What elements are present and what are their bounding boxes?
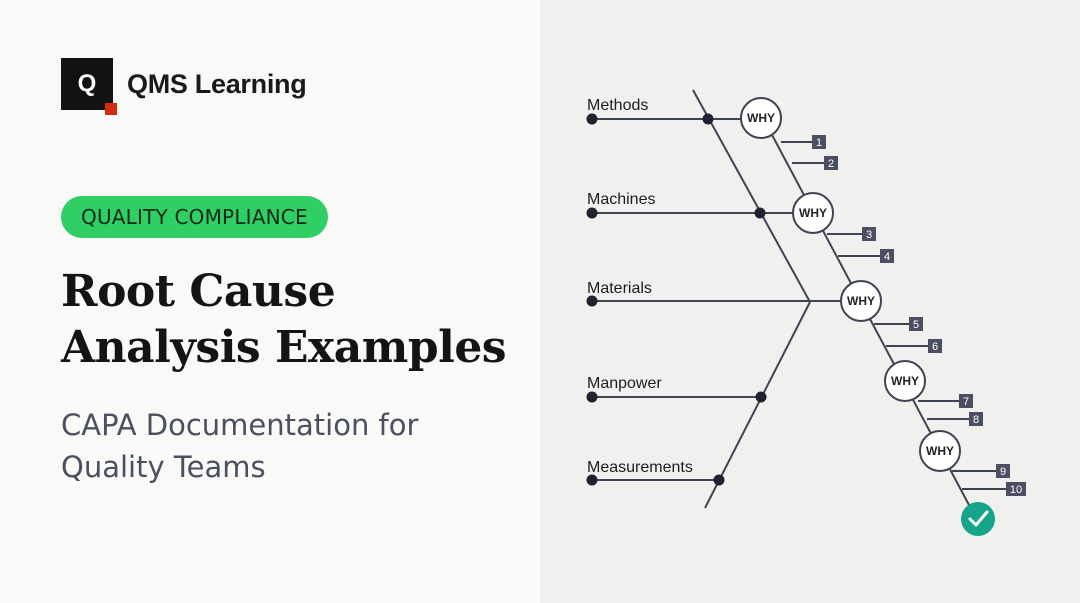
step-box-10 <box>1006 482 1026 496</box>
step-label-2: 2 <box>828 158 834 170</box>
step-label-5: 5 <box>913 319 919 331</box>
label-materials: Materials <box>587 280 652 297</box>
dot-measurements-start <box>586 474 598 486</box>
step-box-7 <box>959 394 973 408</box>
category-branches: Methods Machines Materials Manpower Meas… <box>586 97 841 486</box>
step-label-7: 7 <box>963 396 969 408</box>
dot-materials-start <box>586 295 598 307</box>
subtitle-line-1: CAPA Documentation for <box>61 408 419 442</box>
why-label-3: WHY <box>847 294 875 308</box>
why-node-4 <box>884 360 926 402</box>
logo: Q <box>61 58 117 115</box>
dot-methods-start <box>586 113 598 125</box>
step-boxes: 1 2 3 4 5 6 7 8 9 10 <box>812 135 1026 496</box>
brand-name: QMS Learning <box>127 68 307 99</box>
left-panel: Q QMS Learning QUALITY COMPLIANCE Root C… <box>61 58 507 488</box>
step-box-5 <box>909 317 923 331</box>
step-box-2 <box>824 156 838 170</box>
label-measurements: Measurements <box>587 459 693 476</box>
label-machines: Machines <box>587 191 655 208</box>
step-label-9: 9 <box>1000 466 1006 478</box>
right-panel: Methods Machines Materials Manpower Meas… <box>540 0 1080 603</box>
step-label-3: 3 <box>866 229 872 241</box>
dot-manpower-start <box>586 391 598 403</box>
step-box-6 <box>928 339 942 353</box>
why-node-3 <box>840 280 882 322</box>
dot-machines-start <box>586 207 598 219</box>
step-label-6: 6 <box>932 341 938 353</box>
why-node-5 <box>919 430 961 472</box>
fishbone-diagram: Methods Machines Materials Manpower Meas… <box>586 89 1026 536</box>
why-node-1 <box>740 97 782 139</box>
step-box-1 <box>812 135 826 149</box>
label-methods: Methods <box>587 97 648 114</box>
label-manpower: Manpower <box>587 375 662 392</box>
logo-accent <box>105 103 117 115</box>
page-title: Root Cause Analysis Examples <box>61 264 507 376</box>
step-box-9 <box>996 464 1010 478</box>
check-mark <box>968 510 989 527</box>
step-label-10: 10 <box>1010 484 1022 496</box>
upper-spine <box>692 89 811 303</box>
brand: Q QMS Learning <box>61 58 307 115</box>
subtitle: CAPA Documentation for Quality Teams <box>61 404 501 488</box>
step-box-3 <box>862 227 876 241</box>
why-label-5: WHY <box>926 444 954 458</box>
dot-measurements-joint <box>713 474 725 486</box>
check-icon <box>961 502 995 536</box>
step-label-8: 8 <box>973 414 979 426</box>
step-label-1: 1 <box>816 137 822 149</box>
step-connectors <box>781 141 1006 490</box>
why-label-1: WHY <box>747 111 775 125</box>
why-label-4: WHY <box>891 374 919 388</box>
why-nodes: WHY WHY WHY WHY WHY <box>740 97 961 472</box>
step-label-4: 4 <box>884 251 890 263</box>
dot-methods-joint <box>702 113 714 125</box>
dot-manpower-joint <box>755 391 767 403</box>
why-label-2: WHY <box>799 206 827 220</box>
step-box-8 <box>969 412 983 426</box>
step-box-4 <box>880 249 894 263</box>
lower-spine <box>704 301 811 509</box>
title-line-2: Analysis Examples <box>61 322 507 373</box>
title-line-1: Root Cause <box>61 266 336 317</box>
why-node-2 <box>792 192 834 234</box>
check-circle <box>961 502 995 536</box>
category-badge: QUALITY COMPLIANCE <box>61 196 328 238</box>
subtitle-line-2: Quality Teams <box>61 450 266 484</box>
dot-machines-joint <box>754 207 766 219</box>
logo-letter: Q <box>77 70 97 97</box>
